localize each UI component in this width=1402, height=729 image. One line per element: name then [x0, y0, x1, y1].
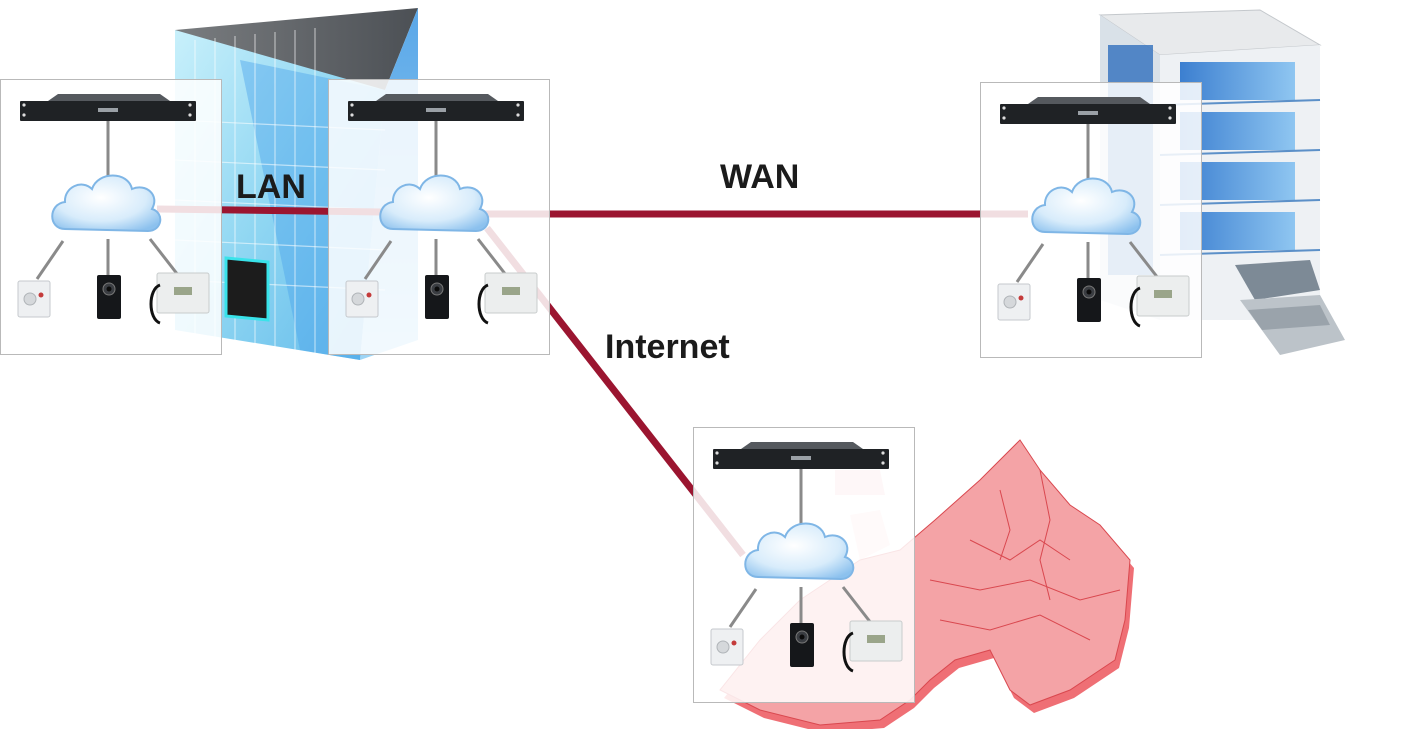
site-1-box: [0, 79, 222, 355]
wan-label: WAN: [720, 158, 800, 196]
internet-label: Internet: [605, 328, 730, 366]
site-3-box: [980, 82, 1202, 358]
lan-label: LAN: [236, 168, 306, 206]
site-2-box: [328, 79, 550, 355]
site-4-box: [693, 427, 915, 703]
